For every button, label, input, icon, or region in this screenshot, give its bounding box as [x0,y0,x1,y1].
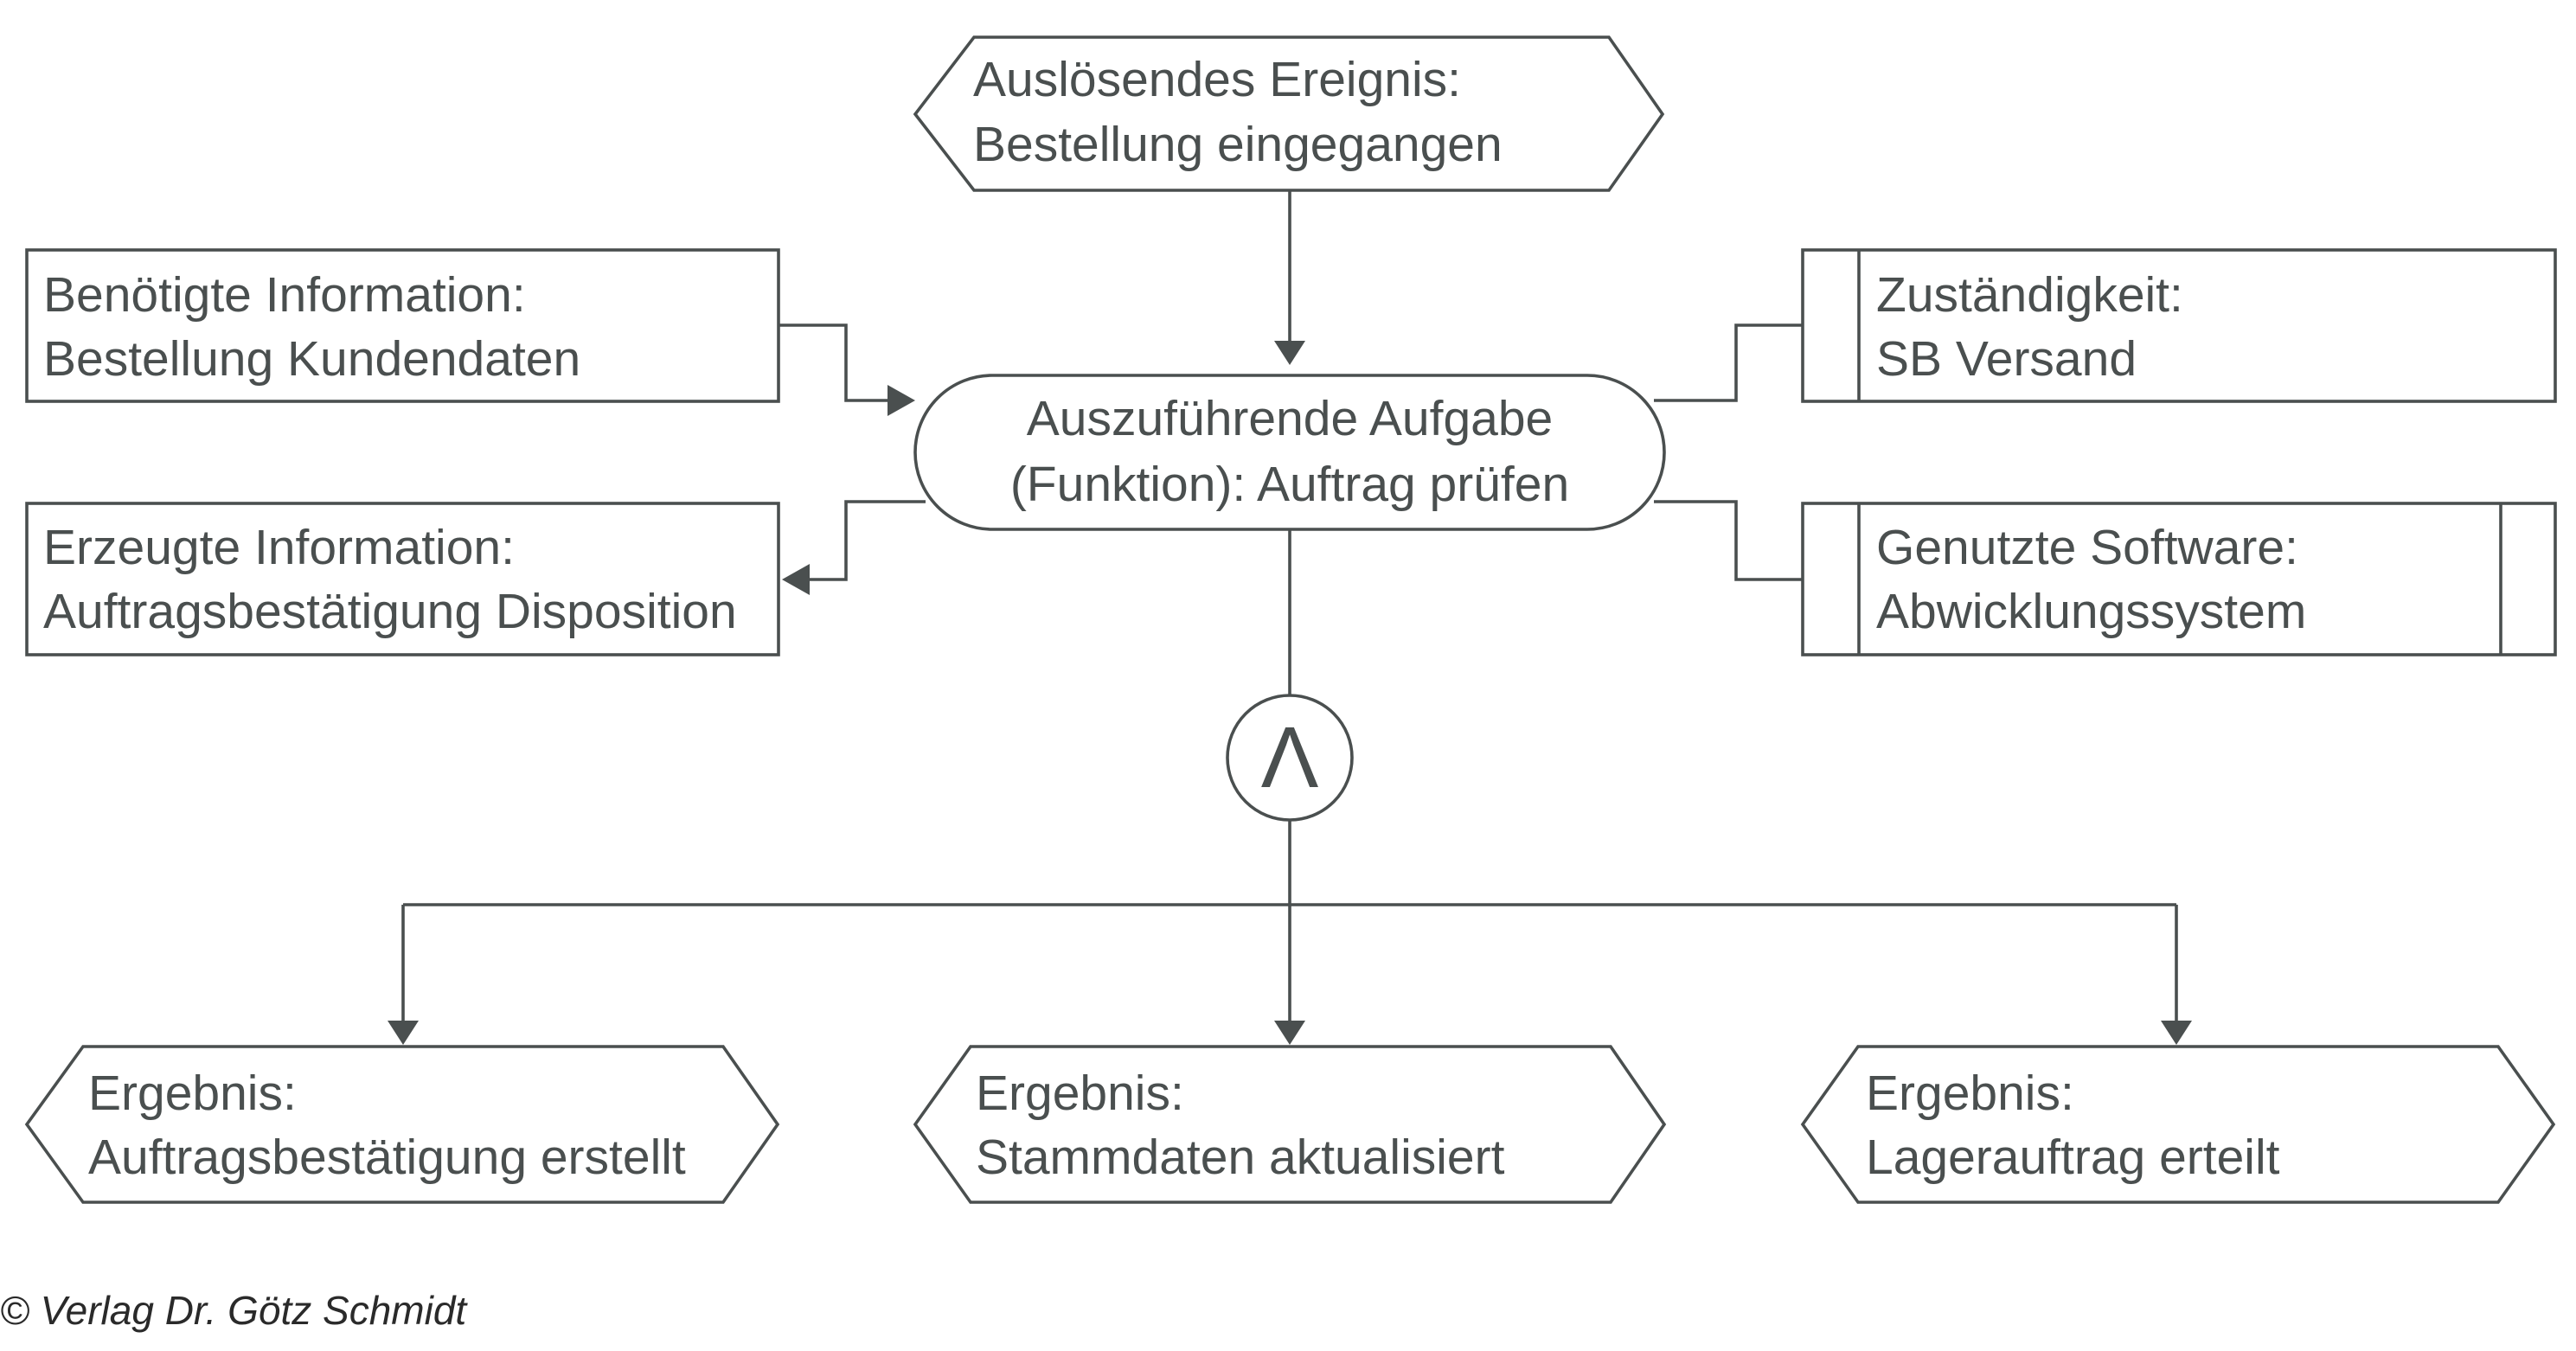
required-info-line1: Benötigte Information: [43,267,526,323]
connector-lines [388,190,2192,1045]
application-box [1801,502,2557,656]
required-info-node: Benötigte Information: Bestellung Kunden… [25,248,780,403]
event-hexagon [913,35,1665,192]
event-hexagon [913,1045,1667,1204]
info-box [25,248,780,403]
arrowhead-result-2 [1274,1021,1305,1045]
result-2-line1: Ergebnis: [976,1066,1184,1121]
result-1-line2: Auftragsbestätigung erstellt [88,1130,686,1185]
result-node-1: Ergebnis: Auftragsbestätigung erstellt [24,1045,780,1204]
edge-function-to-responsibility [1654,323,1803,402]
result-2-line2: Stammdaten aktualisiert [976,1130,1505,1185]
generated-info-line2: Auftragsbestätigung Disposition [43,584,737,639]
responsibility-line1: Zuständigkeit: [1876,267,2183,323]
info-box [25,502,780,656]
function-box [913,374,1666,531]
trigger-event-line2: Bestellung eingegangen [973,117,1503,172]
result-node-3: Ergebnis: Lagerauftrag erteilt [1800,1045,2556,1204]
arrowhead-result-3 [2161,1021,2192,1045]
required-info-line2: Bestellung Kundendaten [43,331,580,387]
function-line2: (Funktion): Auftrag prüfen [1010,457,1569,512]
org-unit-box [1801,248,2557,403]
edge-function-to-generated-info [806,500,926,581]
event-hexagon [1800,1045,2556,1204]
responsibility-line2: SB Versand [1876,331,2137,387]
software-line1: Genutzte Software: [1876,520,2298,575]
edge-required-info-to-function [779,323,891,402]
result-1-line1: Ergebnis: [88,1066,297,1121]
responsibility-node: Zuständigkeit: SB Versand [1801,248,2557,403]
trigger-event-line1: Auslösendes Ereignis: [973,52,1461,107]
arrowhead-generated-info [782,564,810,595]
generated-info-node: Erzeugte Information: Auftragsbestätigun… [25,502,780,656]
event-hexagon [24,1045,780,1204]
generated-info-line1: Erzeugte Information: [43,520,515,575]
result-3-line1: Ergebnis: [1866,1066,2074,1121]
edge-function-to-software [1654,500,1803,581]
arrowhead-result-1 [388,1021,419,1045]
trigger-event-node: Auslösendes Ereignis: Bestellung eingega… [913,35,1665,192]
and-connector-circle [1226,694,1354,822]
function-line1: Auszuführende Aufgabe [1027,391,1554,446]
function-node: Auszuführende Aufgabe (Funktion): Auftra… [913,374,1666,531]
and-symbol: Λ [1261,709,1319,806]
arrowhead-function-left [888,385,915,416]
software-node: Genutzte Software: Abwicklungssystem [1801,502,2557,656]
software-line2: Abwicklungssystem [1876,584,2306,639]
result-node-2: Ergebnis: Stammdaten aktualisiert [913,1045,1667,1204]
and-connector: Λ [1226,694,1354,822]
result-3-line2: Lagerauftrag erteilt [1866,1130,2280,1185]
copyright-note: © Verlag Dr. Götz Schmidt [0,1288,467,1333]
arrowhead-function-top [1274,341,1305,365]
